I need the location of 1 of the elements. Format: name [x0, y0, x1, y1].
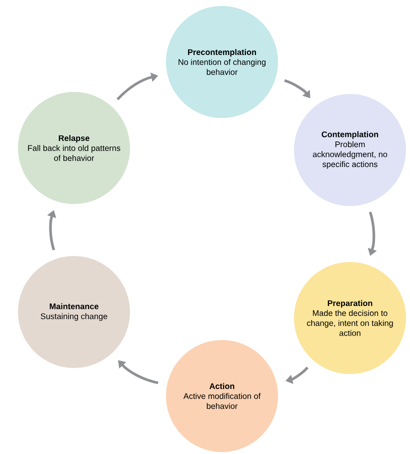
arrow — [118, 360, 158, 384]
